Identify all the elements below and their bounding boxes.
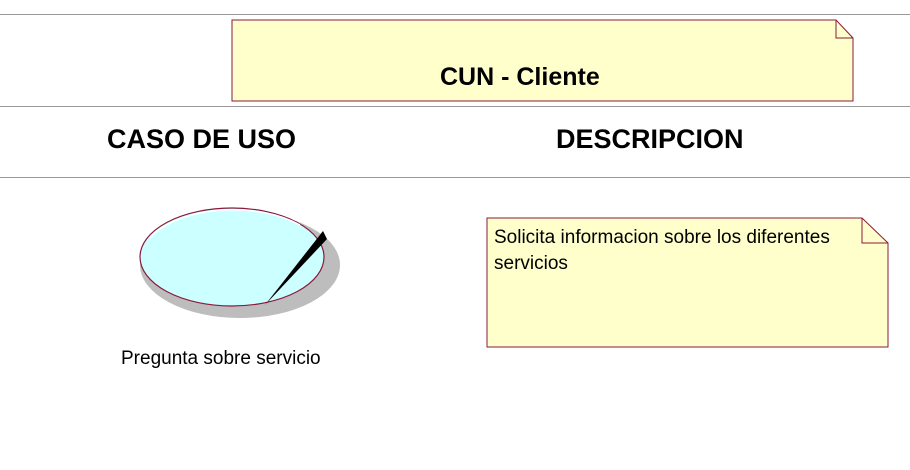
- header-top-divider: [0, 106, 910, 107]
- title-note-text: CUN - Cliente: [440, 63, 600, 91]
- use-case-ellipse[interactable]: [139, 207, 340, 318]
- use-case-highlight: [149, 209, 301, 239]
- use-case-column-header: CASO DE USO: [107, 124, 297, 154]
- title-note[interactable]: [231, 19, 854, 102]
- description-note-text: Solicita informacion sobre los diferente…: [494, 227, 830, 274]
- description-column-header: DESCRIPCION: [556, 124, 744, 154]
- top-divider: [0, 14, 910, 15]
- header-bottom-divider: [0, 177, 910, 178]
- use-case-wedge: [265, 231, 327, 305]
- use-case-label: Pregunta sobre servicio: [121, 348, 321, 369]
- description-note[interactable]: [486, 217, 889, 348]
